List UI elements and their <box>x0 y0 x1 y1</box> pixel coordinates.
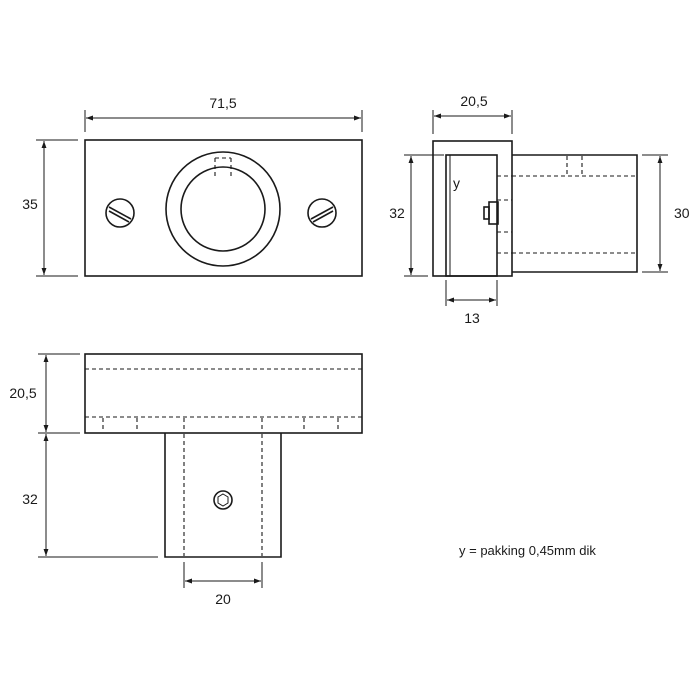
dim-side-right-height: 30 <box>674 205 690 221</box>
dim-top-upper-height: 20,5 <box>9 385 36 401</box>
front-view: 71,5 35 <box>22 95 363 277</box>
side-plate-outline <box>432 140 513 277</box>
gasket-legend: y = pakking 0,45mm dik <box>459 543 596 558</box>
dim-front-height: 35 <box>22 196 38 212</box>
front-inner-bore <box>180 166 266 252</box>
top-plate-outline <box>84 353 363 434</box>
top-view: 20,5 32 20 <box>9 353 363 607</box>
dim-front-width: 71,5 <box>209 95 236 111</box>
front-outer-ring <box>165 151 281 267</box>
side-tube-outline <box>512 154 638 273</box>
dim-top-lower-height: 32 <box>22 491 38 507</box>
dim-top-bottom-width: 20 <box>215 591 231 607</box>
side-glass-slot <box>445 154 498 277</box>
screw-right-icon <box>307 198 337 228</box>
dim-side-top-width: 20,5 <box>460 93 487 109</box>
side-set-screw-head <box>483 206 490 220</box>
hex-screw-icon <box>213 490 233 510</box>
side-view: y 20,5 32 30 13 <box>389 93 690 326</box>
dim-side-left-height: 32 <box>389 205 405 221</box>
dim-side-bottom-width: 13 <box>464 310 480 326</box>
screw-left-icon <box>105 198 135 228</box>
gasket-marker: y <box>453 175 460 191</box>
front-plate-outline <box>84 139 363 277</box>
top-stem-outline <box>164 433 282 558</box>
